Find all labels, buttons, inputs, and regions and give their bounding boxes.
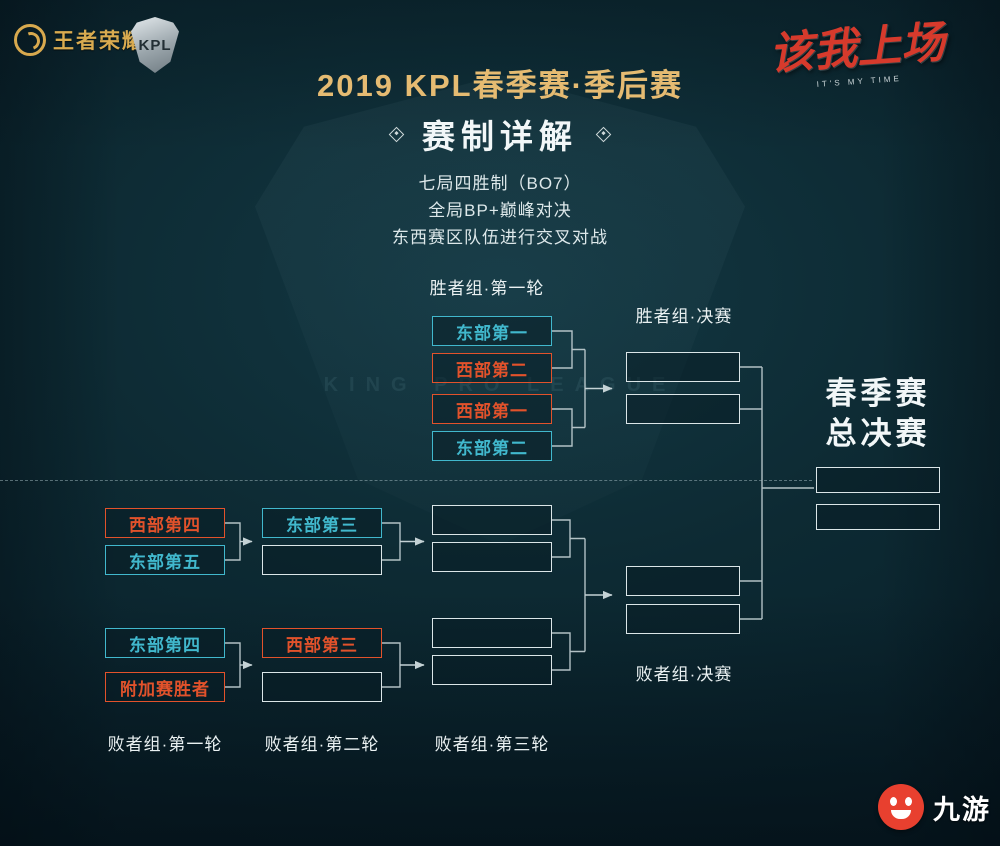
losers-r2-slot-2	[262, 672, 382, 702]
honor-of-kings-emblem-icon	[14, 24, 46, 56]
9game-brand-logo: 九游	[878, 784, 991, 830]
team-box-west-2: 西部第二	[432, 353, 552, 383]
honor-of-kings-logo: 王者荣耀	[14, 24, 145, 56]
diamond-ornament-icon	[595, 126, 612, 142]
subtitle-row: 赛制详解	[0, 110, 1000, 158]
label-winners-final: 胜者组·决赛	[635, 307, 733, 326]
team-box-east-4: 东部第四	[105, 628, 225, 658]
label-winners-round1: 胜者组·第一轮	[429, 279, 545, 298]
losers-final-slot-1	[626, 566, 740, 596]
team-box-east-5: 东部第五	[105, 545, 225, 575]
kpl-logo-text: KPL	[138, 36, 172, 54]
team-box-playin-winner: 附加赛胜者	[105, 672, 225, 702]
losers-r3-slot-2	[432, 542, 552, 572]
label-losers-final: 败者组·决赛	[635, 665, 733, 684]
grand-final-slot-1	[816, 467, 940, 493]
rules-text: 七局四胜制（BO7） 全局BP+巅峰对决 东西赛区队伍进行交叉对战	[0, 170, 1000, 251]
honor-of-kings-logo-text: 王者荣耀	[53, 30, 145, 53]
grand-final-slot-2	[816, 504, 940, 530]
winners-final-slot-2	[626, 394, 740, 424]
losers-r3-slot-3	[432, 618, 552, 648]
team-box-east-1: 东部第一	[432, 316, 552, 346]
grand-final-title-line1: 春季赛	[825, 376, 931, 411]
label-losers-round3: 败者组·第三轮	[434, 735, 550, 754]
9game-face-icon	[878, 784, 924, 830]
team-box-east-2: 东部第二	[432, 431, 552, 461]
page-title: 2019 KPL春季赛·季后赛	[317, 68, 683, 103]
winners-final-slot-1	[626, 352, 740, 382]
grand-final-title-line2: 总决赛	[825, 416, 931, 451]
losers-r3-slot-1	[432, 505, 552, 535]
rule-line: 七局四胜制（BO7）	[418, 174, 582, 193]
page-subtitle: 赛制详解	[422, 118, 578, 155]
label-losers-round1: 败者组·第一轮	[107, 735, 223, 754]
team-box-west-1: 西部第一	[432, 394, 552, 424]
losers-r3-slot-4	[432, 655, 552, 685]
9game-brand-text: 九游	[933, 794, 991, 825]
rule-line: 东西赛区队伍进行交叉对战	[392, 228, 608, 247]
rule-line: 全局BP+巅峰对决	[428, 201, 572, 220]
losers-r2-slot-1	[262, 545, 382, 575]
team-box-east-3: 东部第三	[262, 508, 382, 538]
bracket-divider-line	[0, 480, 812, 481]
diamond-ornament-icon	[388, 126, 405, 142]
label-losers-round2: 败者组·第二轮	[264, 735, 380, 754]
team-box-west-3: 西部第三	[262, 628, 382, 658]
team-box-west-4: 西部第四	[105, 508, 225, 538]
losers-final-slot-2	[626, 604, 740, 634]
